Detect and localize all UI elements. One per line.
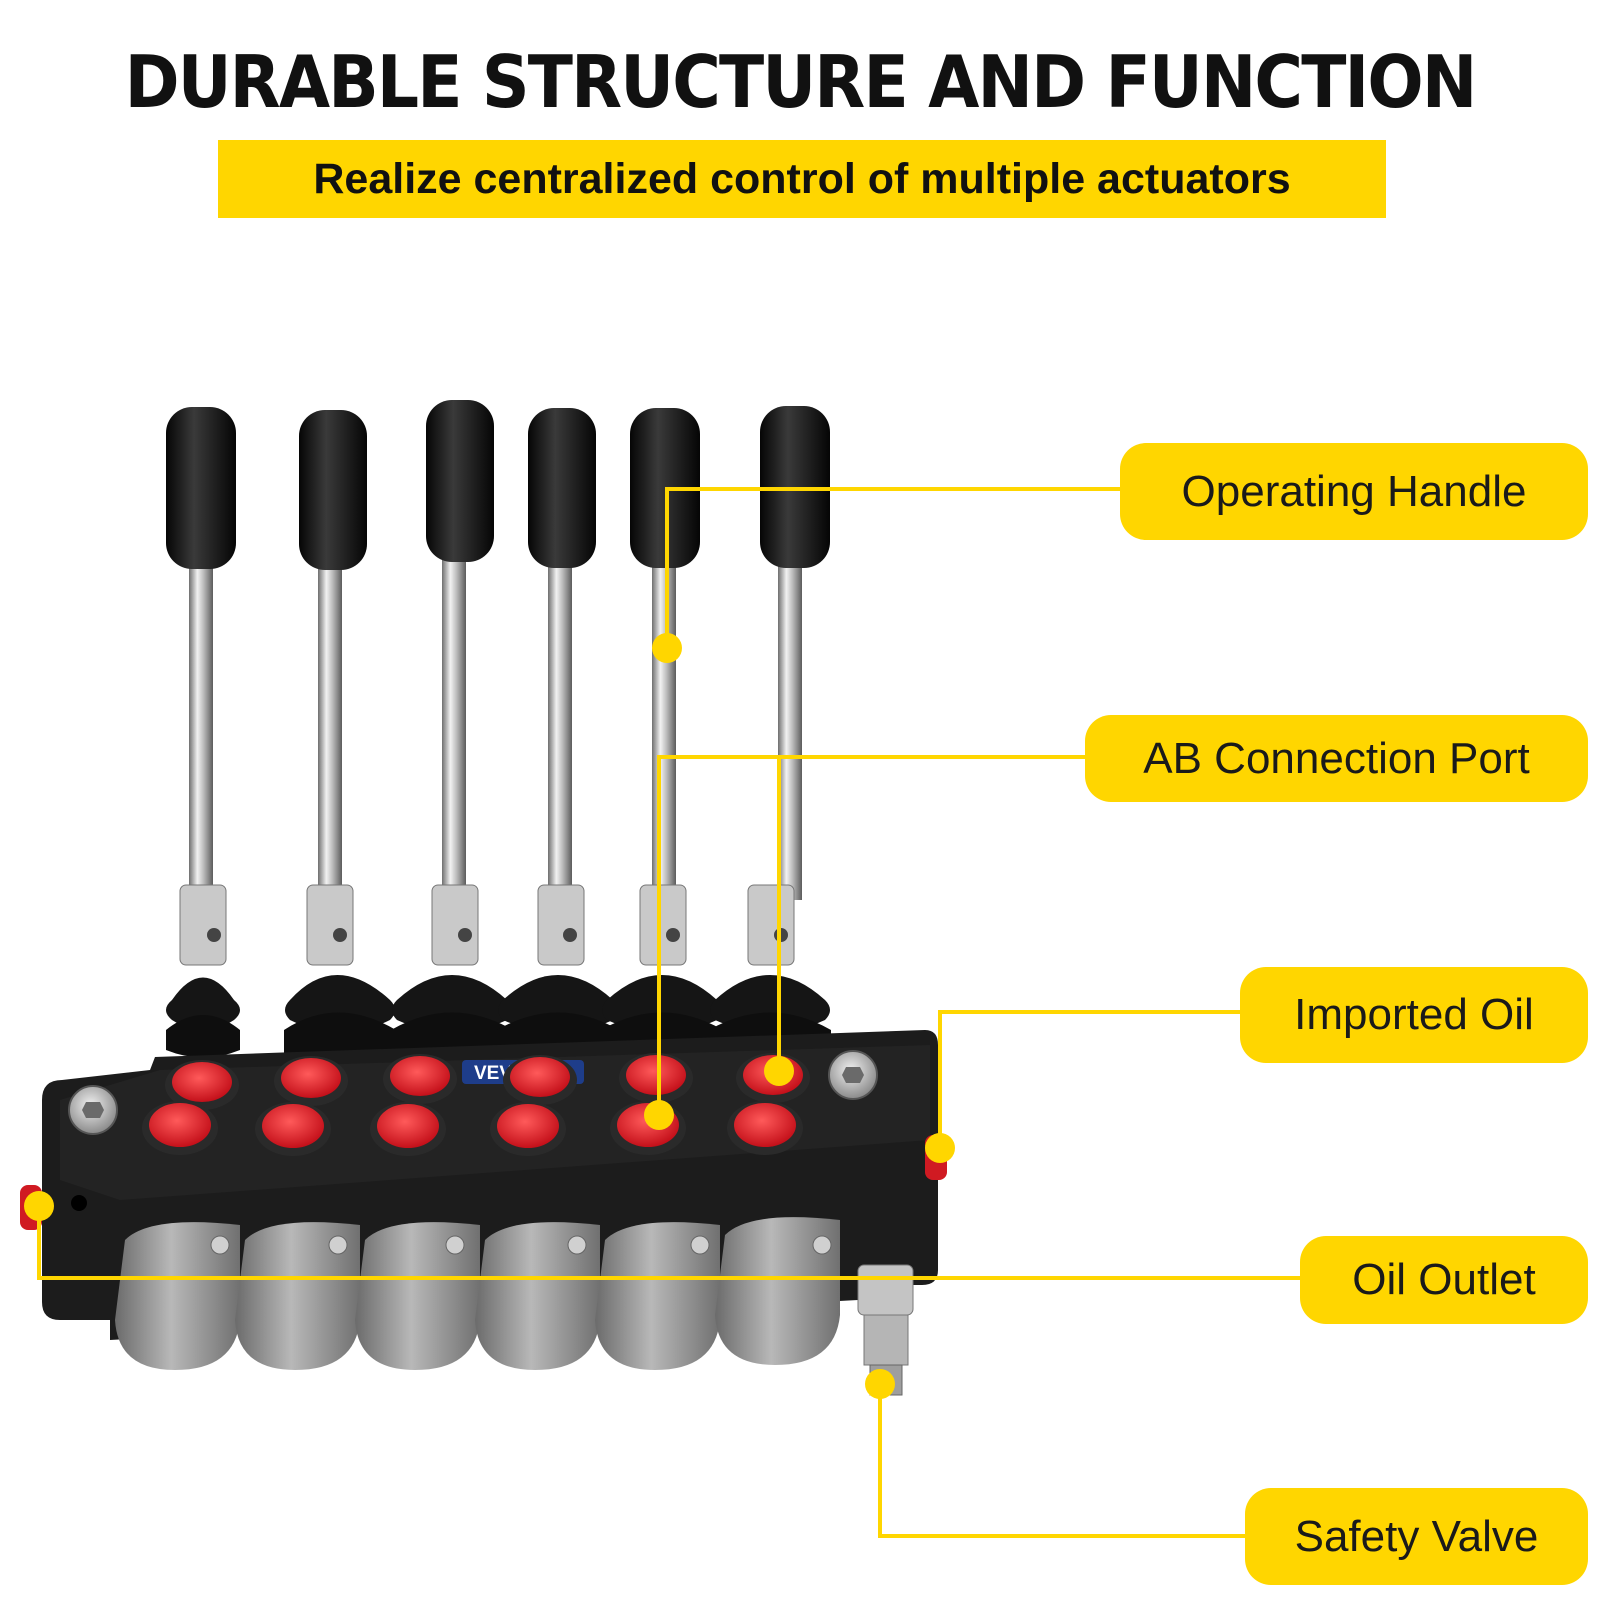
lever-6 xyxy=(709,406,831,1065)
subtitle-banner: Realize centralized control of multiple … xyxy=(218,140,1386,218)
callout-safety-valve: Safety Valve xyxy=(1245,1488,1588,1585)
callout-operating-handle: Operating Handle xyxy=(1120,443,1588,540)
lever-4 xyxy=(497,408,619,1065)
subtitle: Realize centralized control of multiple … xyxy=(313,154,1291,203)
callout-label: Operating Handle xyxy=(1181,466,1527,516)
lever-2 xyxy=(284,410,396,1065)
callout-imported-oil: Imported Oil xyxy=(1240,967,1588,1063)
leader-dots xyxy=(24,633,955,1399)
callout-oil-outlet: Oil Outlet xyxy=(1300,1236,1588,1324)
lever-5 xyxy=(601,408,723,1065)
callout-label: Oil Outlet xyxy=(1352,1255,1536,1304)
callout-label: AB Connection Port xyxy=(1143,733,1530,783)
callout-label: Imported Oil xyxy=(1294,990,1534,1039)
operating-handles xyxy=(166,400,831,1065)
page-title: DURABLE STRUCTURE AND FUNCTION xyxy=(124,40,1478,124)
lever-1 xyxy=(166,407,240,1058)
callout-label: Safety Valve xyxy=(1294,1511,1539,1561)
callout-ab-connection-port: AB Connection Port xyxy=(1085,715,1588,802)
spool-caps xyxy=(115,1217,840,1370)
leader-lines xyxy=(37,487,1300,1538)
lever-3 xyxy=(391,400,513,1065)
